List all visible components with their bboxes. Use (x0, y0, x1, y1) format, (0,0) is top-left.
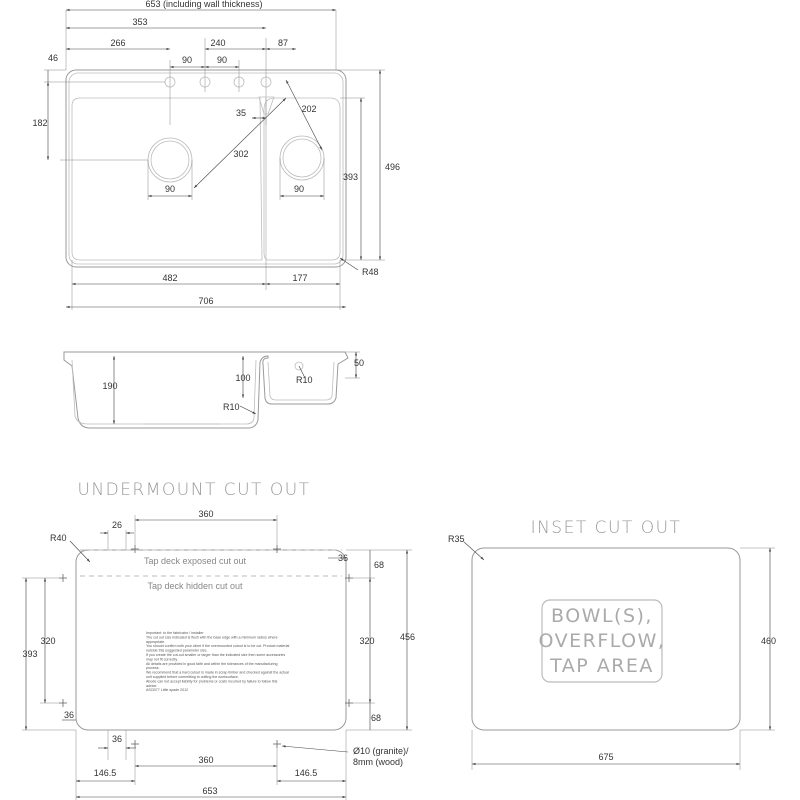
dim-bowl-large: 482 (162, 273, 177, 283)
note-line: process. (146, 666, 160, 670)
dim-undermount-radius: R40 (50, 533, 67, 543)
note-line: advice. (146, 684, 157, 688)
dim-left-edge: 146.5 (94, 768, 117, 778)
note-line: You should confirm with your client if t… (146, 644, 289, 648)
inset-title: INSET CUT OUT (531, 518, 682, 538)
dim-top-to-tap: 46 (48, 53, 58, 63)
note-line: Abode can not accept liability for probl… (146, 679, 278, 683)
note-line: unit supplied before committing to cutti… (146, 675, 239, 679)
overflow-slot (258, 96, 275, 115)
dim-tap-spacing-a: 90 (182, 55, 192, 65)
stencil-box (541, 599, 663, 683)
inset-outline (471, 547, 741, 731)
note-line: We recommend that a hard cutout is made … (146, 671, 289, 675)
dim-inset-radius: R35 (448, 534, 465, 544)
dim-tap-offset: 35 (236, 108, 246, 118)
dim-inset-height: 460 (761, 636, 776, 646)
dim-depth-large: 190 (102, 381, 117, 391)
note-line: may not fit correctly. (146, 657, 178, 661)
dim-small-width: 87 (278, 38, 288, 48)
dim-waste-left: 90 (165, 184, 175, 194)
dim-bottom-left-lower: 36 (112, 734, 122, 744)
dim-hole-wood: 8mm (wood) (353, 757, 403, 767)
sink-inner-outline (68, 72, 344, 265)
dim-overall-width: 706 (198, 296, 213, 306)
dim-radius-overflow: R10 (296, 375, 313, 385)
overflow-hole (294, 361, 304, 371)
dim-tap-spacing-b: 90 (217, 55, 227, 65)
note-line: Important: to the fabricator / installer (146, 631, 204, 635)
sink-outer-outline (65, 69, 347, 268)
dim-section-top: 50 (354, 358, 364, 368)
hidden-cutout-label: Tap deck hidden cut out (147, 581, 243, 591)
dim-bowl-small: 177 (292, 273, 307, 283)
note-line: ASCB77 Little spade 2012 (146, 688, 188, 692)
inset-cutout: INSET CUT OUT BOWL(S), OVERFLOW, TAP ARE… (448, 518, 776, 770)
dim-top-span: 360 (198, 509, 213, 519)
undermount-outline (75, 549, 347, 731)
dim-waste-right: 90 (294, 184, 304, 194)
stencil-line-3: TAP AREA (549, 655, 654, 677)
dim-right-edge: 146.5 (295, 768, 318, 778)
section-view: 50 190 100 R10 R10 (63, 351, 364, 429)
stencil-line-1: BOWL(S), (551, 605, 653, 627)
dim-overall-wall: 653 (including wall thickness) (145, 0, 262, 9)
section-inner (71, 359, 257, 425)
dim-left-outer: 393 (22, 649, 37, 659)
top-view: 653 (including wall thickness) 353 266 2… (32, 0, 400, 310)
crosshair-markers (59, 545, 353, 748)
dim-left-inner: 320 (40, 636, 55, 646)
dim-bottom-right-step: 68 (371, 713, 381, 723)
dim-to-divider: 353 (132, 17, 147, 27)
dim-hole-granite: Ø10 (granite)/ (353, 746, 409, 756)
undermount-title: UNDERMOUNT CUT OUT (77, 480, 310, 500)
undermount-cutout: UNDERMOUNT CUT OUT Tap deck exposed cut … (22, 480, 415, 800)
dim-right-step: 68 (374, 560, 384, 570)
note-line: If you create the cut-out smaller or lar… (146, 653, 285, 657)
waste-small-outer (279, 135, 325, 181)
dim-tap-span: 240 (210, 38, 225, 48)
note-line: appropriate. (146, 640, 165, 644)
dim-diag: 302 (233, 149, 248, 159)
note-line: outside this suggested parameter size. (146, 649, 208, 653)
dim-height: 496 (385, 162, 400, 172)
dim-bottom-left: 36 (64, 710, 74, 720)
dim-radius-bottom: R10 (223, 402, 240, 412)
waste-small-inner (282, 138, 322, 178)
waste-large-outer (147, 137, 193, 183)
section-outline (63, 351, 349, 429)
dim-bottom-span: 360 (198, 755, 213, 765)
dim-corner-radius: R48 (362, 267, 379, 277)
waste-large-inner (150, 140, 190, 180)
dim-small-height: 393 (343, 172, 358, 182)
dim-depth-small: 100 (235, 373, 250, 383)
dim-right-offset: 36 (338, 553, 348, 563)
dim-undermount-width: 653 (202, 786, 217, 796)
stencil-line-2: OVERFLOW, (539, 630, 666, 652)
dim-right-inner: 320 (359, 636, 374, 646)
dim-left-to-tap: 266 (110, 38, 125, 48)
exposed-cutout-label: Tap deck exposed cut out (144, 556, 247, 566)
dim-small-diag: 202 (301, 104, 316, 114)
dim-left-offset-top: 26 (112, 520, 122, 530)
dim-inset-width: 675 (598, 752, 613, 762)
note-line: All details are provided in good faith a… (146, 662, 277, 666)
dim-tap-to-waste: 182 (32, 118, 47, 128)
dim-overall-height: 456 (400, 632, 415, 642)
large-bowl-outline (71, 97, 263, 261)
fabricator-notes: Important: to the fabricator / installer… (146, 631, 290, 692)
note-line: The cut out size indicated is flush with… (146, 635, 278, 639)
small-bowl-outline (263, 97, 341, 261)
